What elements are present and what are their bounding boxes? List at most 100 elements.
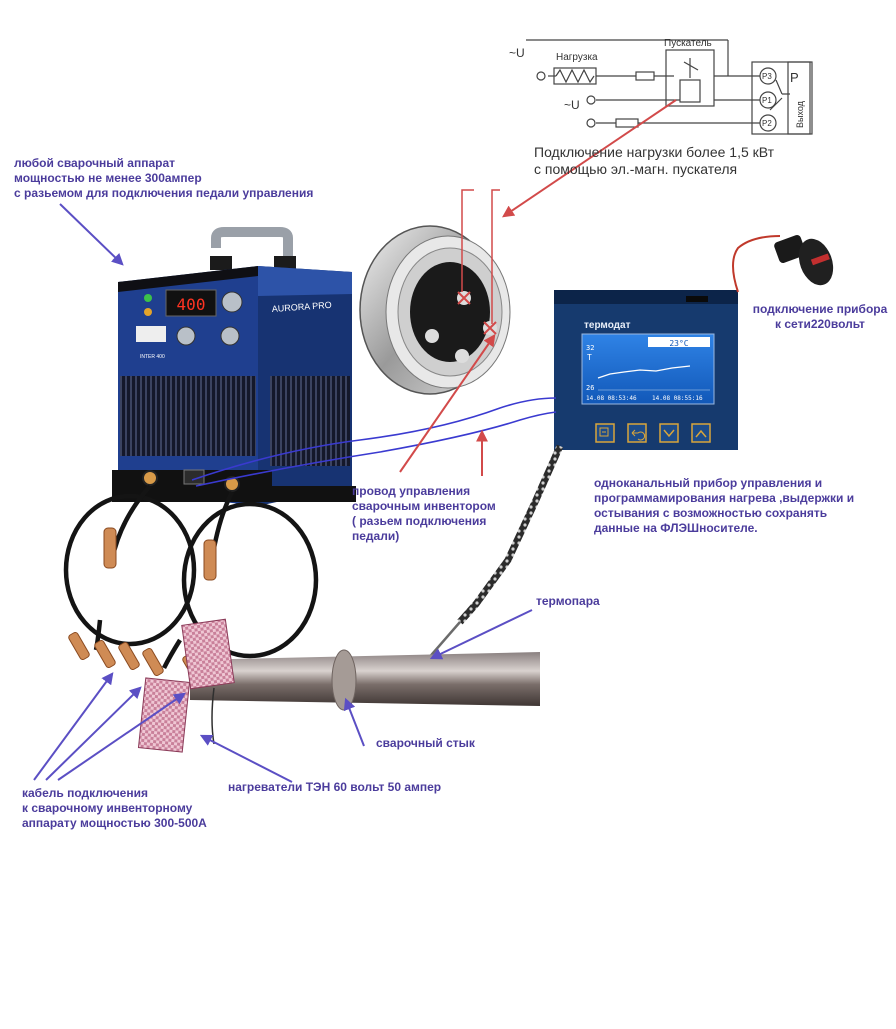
menu-icon [599, 427, 609, 437]
schematic-p3: P3 [762, 72, 772, 81]
down-button[interactable] [659, 423, 679, 443]
terminal-p2 [759, 114, 777, 132]
alarm-led [144, 308, 152, 316]
starter-coil [679, 79, 701, 103]
cable-coil-1 [63, 493, 197, 647]
time-right: 14.08 08:55:16 [652, 395, 703, 402]
schematic-starter-label: Пускатель [664, 38, 712, 49]
output-socket-plus [224, 476, 240, 492]
pin-lead-1 [461, 189, 474, 292]
thermocouple-label: термопара [536, 594, 600, 608]
menu-button[interactable] [595, 423, 615, 443]
handle-mount [274, 256, 296, 270]
handle-mount [210, 256, 232, 270]
controller-note: одноканальный прибор управления и програ… [594, 476, 855, 535]
cable-tail [161, 638, 182, 670]
control-wires [191, 397, 557, 487]
controller-brand: термодат [584, 320, 631, 331]
pedal-connector [183, 469, 205, 485]
plug-insert [410, 262, 490, 362]
controller-device: термодат 23°C 32 T 26 14.08 08:53:46 14.… [554, 290, 738, 450]
annotation-arrows [33, 99, 677, 783]
temp-reading-bg [648, 337, 710, 347]
time-left: 14.08 08:53:46 [586, 395, 637, 402]
back-icon [631, 429, 646, 441]
heater-wire [211, 687, 215, 745]
starter-box [665, 49, 715, 107]
relay-contacts [769, 79, 790, 111]
welder-top-trim [118, 266, 258, 292]
welding-cables [63, 484, 319, 681]
weld-joint-label: сварочный стык [376, 736, 475, 750]
cable-note: кабель подключения к сварочному инвентор… [22, 786, 207, 830]
schematic-p2: P2 [762, 119, 772, 128]
arrow-control-wire-red [399, 334, 496, 473]
plug-pin-3 [455, 349, 469, 363]
heater-lug [68, 631, 90, 661]
welder-note: любой сварочный аппарат мощностью не мен… [14, 156, 314, 200]
control-wire-label: провод управления сварочным инвентором (… [352, 484, 496, 543]
welder-vent [120, 376, 256, 456]
arrow-cable-3 [57, 692, 186, 781]
usb-port [686, 296, 708, 302]
fuse-symbol-2 [615, 118, 639, 128]
schematic-p1: P1 [762, 96, 772, 105]
output-socket-minus [142, 470, 158, 486]
heater-lug [142, 647, 164, 677]
chevron-down-icon [663, 429, 675, 438]
schematic-u-top: ~U [509, 46, 525, 60]
pin-mark-2 [483, 321, 497, 335]
power-led [144, 294, 152, 302]
heater-pad [137, 677, 191, 753]
welder-model: INTER 400 [140, 354, 165, 360]
weld-bead [331, 649, 357, 711]
schematic-caption: Подключение нагрузки более 1,5 кВт с пом… [534, 144, 775, 177]
axis-unit: T [587, 353, 592, 362]
power-note: подключение прибора к сети220вольт [752, 302, 888, 331]
arrow-thermocouple [429, 609, 533, 660]
plug-pin-2 [425, 329, 439, 343]
temp-trend-line [597, 365, 691, 379]
arrow-cable-2 [45, 686, 142, 781]
output-box [787, 61, 811, 135]
temp-reading: 23°C [669, 339, 688, 348]
starter-switch [683, 61, 699, 71]
relay-box [751, 61, 813, 135]
cable-lug [203, 539, 217, 581]
plug-stripe [810, 253, 830, 266]
schematic-output-label: Выход [795, 100, 805, 128]
welder-side-top [258, 266, 352, 296]
terminal [586, 118, 596, 128]
up-button[interactable] [691, 423, 711, 443]
arrow-weld [343, 697, 365, 747]
mode-switch [136, 326, 166, 342]
heater-lug [118, 641, 140, 671]
thermocouple [419, 444, 564, 669]
thermocouple-braid [457, 444, 564, 625]
terminal-p1 [759, 91, 777, 109]
heater-lug [94, 639, 116, 669]
terminal [536, 71, 546, 81]
pedal-connector-plug [359, 189, 511, 395]
welder-side-base [264, 486, 356, 502]
schematic-u-bottom: ~U [564, 98, 580, 112]
welder-brand: AURORA PRO [271, 300, 332, 314]
welder-display-value: 400 [177, 295, 206, 314]
control-wire-2 [195, 411, 557, 487]
welder-side-vent [270, 376, 350, 466]
terminal-p3 [759, 67, 777, 85]
welder-display [165, 289, 217, 317]
terminal [586, 95, 596, 105]
power-cord [732, 235, 781, 293]
resistor-symbol [555, 68, 595, 84]
cable-coil-2 [181, 501, 319, 659]
heaters-note: нагреватели ТЭН 60 вольт 50 ампер [228, 780, 442, 794]
arrow-welder [59, 203, 124, 266]
chevron-up-icon [695, 429, 707, 438]
pipe [190, 652, 540, 706]
axis-top: 32 [586, 344, 594, 352]
cable-lug [103, 527, 117, 569]
heater-pad [181, 618, 235, 690]
schematic-relay-p: P [790, 70, 799, 85]
